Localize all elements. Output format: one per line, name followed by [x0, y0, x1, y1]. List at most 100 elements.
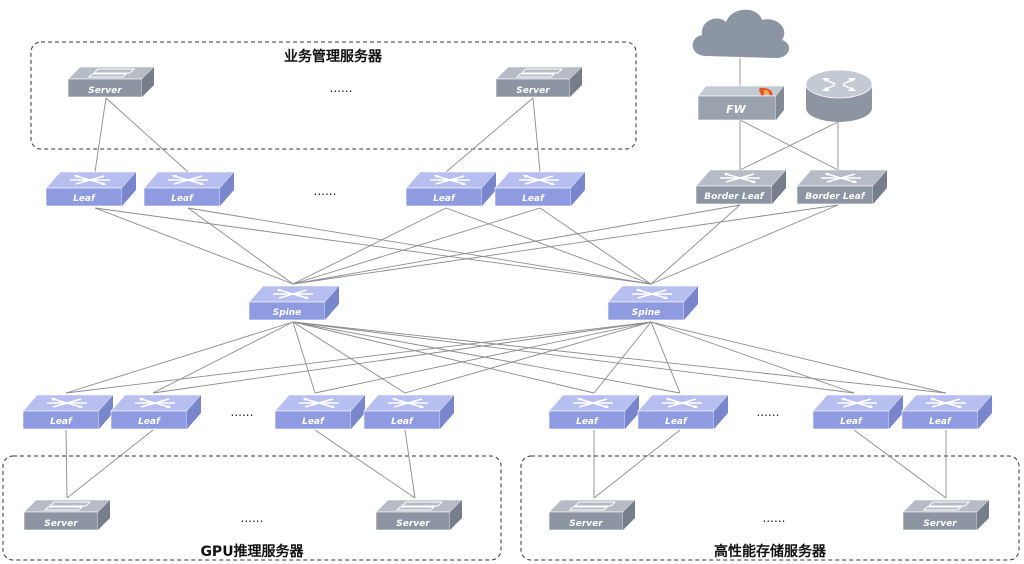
lower-leaf-switch-8: Leaf — [901, 394, 993, 430]
link-srv-b1-ul2 — [105, 97, 189, 173]
lower-leaf-switch-4: Leaf — [363, 394, 455, 430]
lower-leaf-switch-4-label: Leaf — [391, 417, 414, 427]
server-3: Server — [23, 499, 111, 531]
link-bl2-sp2 — [650, 204, 839, 285]
link-ul2-sp2 — [187, 207, 652, 285]
gpu-group-title: GPU推理服务器 — [200, 543, 304, 560]
upper-leaf-switch-1-label: Leaf — [73, 194, 96, 204]
link-sp1-ll8 — [292, 321, 947, 394]
router-arrows-icon — [822, 78, 856, 91]
switch-arrows-icon — [632, 289, 672, 299]
router-icon — [805, 69, 873, 122]
server-6: Server — [902, 499, 990, 531]
switch-arrows-icon — [821, 173, 861, 183]
link-ll2-srv-g1 — [66, 429, 154, 499]
link-sp1-ll6 — [292, 321, 681, 394]
server-2-label: Server — [516, 86, 550, 96]
spine-switch-1: Spine — [248, 285, 340, 321]
switch-arrows-icon — [837, 398, 877, 408]
switch-arrows-icon — [388, 398, 428, 408]
storage-group-title: 高性能存储服务器 — [714, 543, 827, 560]
link-ul4-sp2 — [539, 207, 652, 285]
switch-arrows-icon — [273, 289, 313, 299]
link-ll4-srv-g2 — [404, 429, 416, 499]
switch-arrows-icon — [430, 175, 470, 185]
link-sp2-ll8 — [650, 321, 947, 394]
switch-arrows-icon — [720, 173, 760, 183]
storage-server-group — [520, 455, 1020, 561]
server-bays-icon — [922, 501, 971, 511]
link-sp1-ll7 — [292, 321, 855, 394]
spine-switch-2-label: Spine — [632, 308, 661, 318]
storage-servers-ellipsis: ...... — [763, 511, 786, 525]
switch-arrows-icon — [573, 398, 613, 408]
firewall-label: FW — [726, 103, 747, 116]
upper-leaf-switch-3-label: Leaf — [433, 194, 456, 204]
link-ul3-sp1 — [292, 207, 447, 285]
lower-leaf-switch-6: Leaf — [637, 394, 729, 430]
link-ll3-srv-g2 — [314, 429, 416, 499]
server-4: Server — [375, 499, 463, 531]
switch-arrows-icon — [926, 398, 966, 408]
server-bays-icon — [515, 68, 564, 78]
lower-leaf-switch-3: Leaf — [274, 394, 366, 430]
server-4-label: Server — [396, 519, 430, 529]
link-router-bl1 — [739, 121, 839, 171]
lower-leaf-switch-1-label: Leaf — [50, 417, 73, 427]
server-1-label: Server — [88, 86, 122, 96]
upper-leaf-switch-4: Leaf — [494, 171, 586, 207]
business-group-title: 业务管理服务器 — [284, 48, 383, 65]
link-bl2-sp1 — [292, 204, 839, 285]
link-ul1-sp2 — [94, 207, 652, 285]
lower-leaf-switch-8-label: Leaf — [929, 417, 952, 427]
server-5: Server — [548, 499, 636, 531]
link-ll6-srv-s1 — [593, 429, 681, 499]
server-2: Server — [495, 66, 583, 98]
lower-leaf-switch-3-label: Leaf — [302, 417, 325, 427]
border-leaf-switch-2-label: Border Leaf — [805, 192, 866, 202]
server-1: Server — [67, 66, 155, 98]
upper-leaf-switch-2-label: Leaf — [171, 194, 194, 204]
border-leaf-switch-2: Border Leaf — [796, 169, 888, 205]
link-sp2-ll7 — [650, 321, 855, 394]
link-fw-bl2 — [739, 119, 839, 171]
spine-switch-1-label: Spine — [273, 308, 302, 318]
link-sp2-ll6 — [650, 321, 681, 394]
upper-leaf-switch-1: Leaf — [45, 171, 137, 207]
link-ul1-sp1 — [94, 207, 294, 285]
business-servers-ellipsis: ...... — [330, 81, 353, 95]
link-sp1-ll1 — [65, 321, 294, 394]
link-srv-b1-ul1 — [94, 97, 107, 173]
server-bays-icon — [87, 68, 136, 78]
link-bl1-sp2 — [650, 204, 741, 285]
server-5-label: Server — [569, 519, 603, 529]
upper-leaf-ellipsis: ...... — [314, 184, 337, 198]
gpu-servers-ellipsis: ...... — [241, 511, 264, 525]
upper-leaf-switch-3: Leaf — [405, 171, 497, 207]
spine-switch-2: Spine — [607, 285, 699, 321]
link-srv-b2-ul4 — [532, 97, 541, 173]
link-ul2-sp1 — [187, 207, 294, 285]
firewall-icon: FW — [697, 85, 785, 121]
lower-leaf-switch-2: Leaf — [110, 394, 202, 430]
network-links — [65, 58, 947, 499]
link-ul4-sp1 — [292, 207, 541, 285]
switch-arrows-icon — [70, 175, 110, 185]
lower-leaf-switch-5: Leaf — [548, 394, 640, 430]
link-sp2-ll4 — [404, 321, 652, 394]
link-sp1-ll5 — [292, 321, 595, 394]
gpu-server-group — [2, 455, 502, 561]
lower-leaf-ellipsis-right: ...... — [757, 405, 780, 419]
lower-leaf-switch-1: Leaf — [22, 394, 114, 430]
upper-leaf-switch-2: Leaf — [143, 171, 235, 207]
link-sp2-ll3 — [314, 321, 652, 394]
link-sp2-ll2 — [152, 321, 652, 394]
lower-leaf-switch-2-label: Leaf — [138, 417, 161, 427]
switch-arrows-icon — [299, 398, 339, 408]
lower-leaf-ellipsis-left: ...... — [231, 405, 254, 419]
border-leaf-switch-1: Border Leaf — [695, 169, 787, 205]
business-server-group — [30, 41, 637, 150]
upper-leaf-switch-4-label: Leaf — [522, 194, 545, 204]
lower-leaf-switch-7: Leaf — [812, 394, 904, 430]
